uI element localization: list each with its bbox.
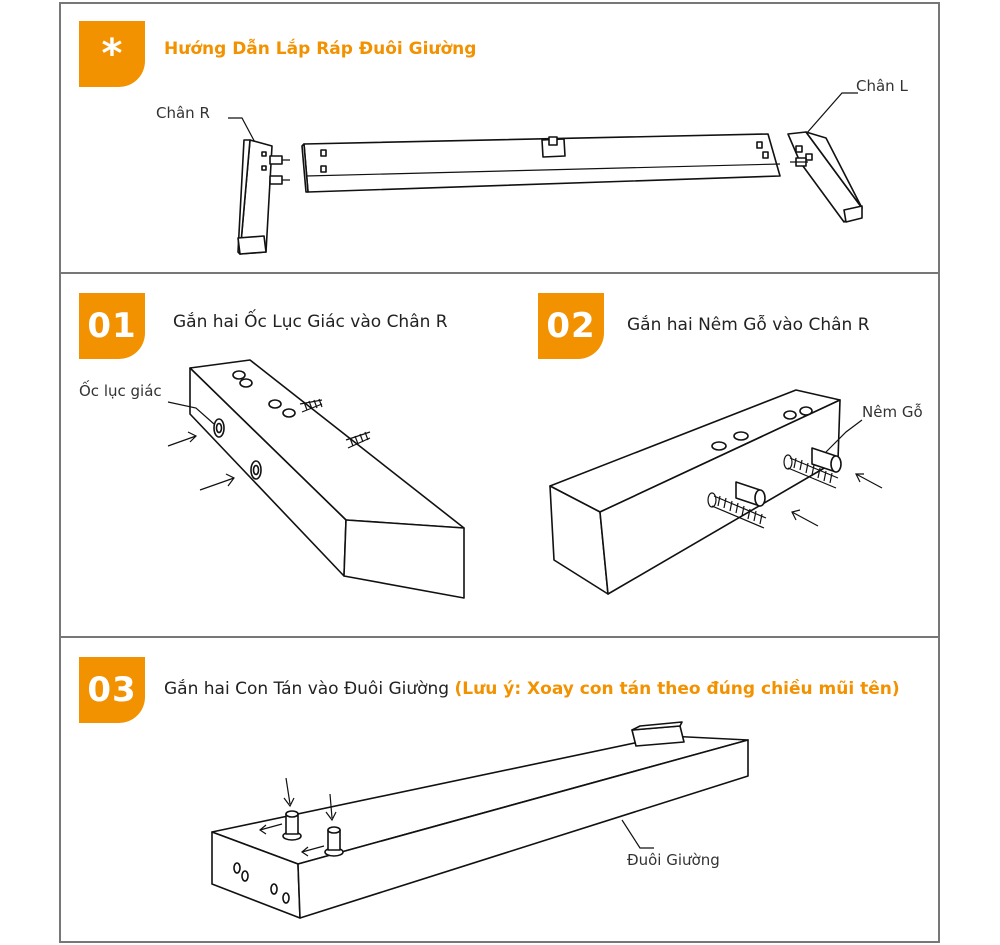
label-leg-right: Chân R — [156, 104, 210, 122]
screw-1 — [707, 492, 767, 529]
label-wood-dowel: Nêm Gỗ — [862, 403, 923, 421]
step3-rail-drawing — [211, 721, 749, 919]
asterisk-badge-icon: * — [79, 21, 145, 87]
page-title: Hướng Dẫn Lắp Ráp Đuôi Giường — [164, 39, 477, 59]
step-note: (Lưu ý: Xoay con tán theo đúng chiều mũi… — [454, 679, 900, 699]
step1-leg-drawing — [167, 359, 465, 599]
dowel-2 — [811, 447, 842, 473]
step-title: Gắn hai Con Tán vào Đuôi Giường (Lưu ý: … — [164, 679, 900, 699]
step-title: Gắn hai Nêm Gỗ vào Chân R — [627, 315, 870, 335]
section-divider — [59, 636, 940, 638]
step-number-badge: 02 — [538, 293, 604, 359]
label-hex-bolt: Ốc lục giác — [79, 382, 162, 400]
step2-leg-drawing — [549, 389, 883, 595]
barrel-nut-2 — [324, 826, 344, 857]
step-title: Gắn hai Ốc Lục Giác vào Chân R — [173, 312, 448, 332]
label-leg-left: Chân L — [856, 77, 908, 95]
bed-rail-drawing — [301, 133, 781, 193]
step-number-badge: 03 — [79, 657, 145, 723]
diagram-frame — [59, 2, 940, 943]
step-number-badge: 01 — [79, 293, 145, 359]
screw-2 — [783, 454, 839, 489]
label-bed-tail: Đuôi Giường — [627, 851, 720, 869]
barrel-nut-1 — [282, 810, 302, 841]
dowel-1 — [735, 481, 766, 507]
section-divider — [59, 272, 940, 274]
step-title-text: Gắn hai Con Tán vào Đuôi Giường — [164, 679, 450, 699]
leg-right-drawing — [228, 117, 290, 255]
leg-left-drawing — [787, 92, 863, 223]
